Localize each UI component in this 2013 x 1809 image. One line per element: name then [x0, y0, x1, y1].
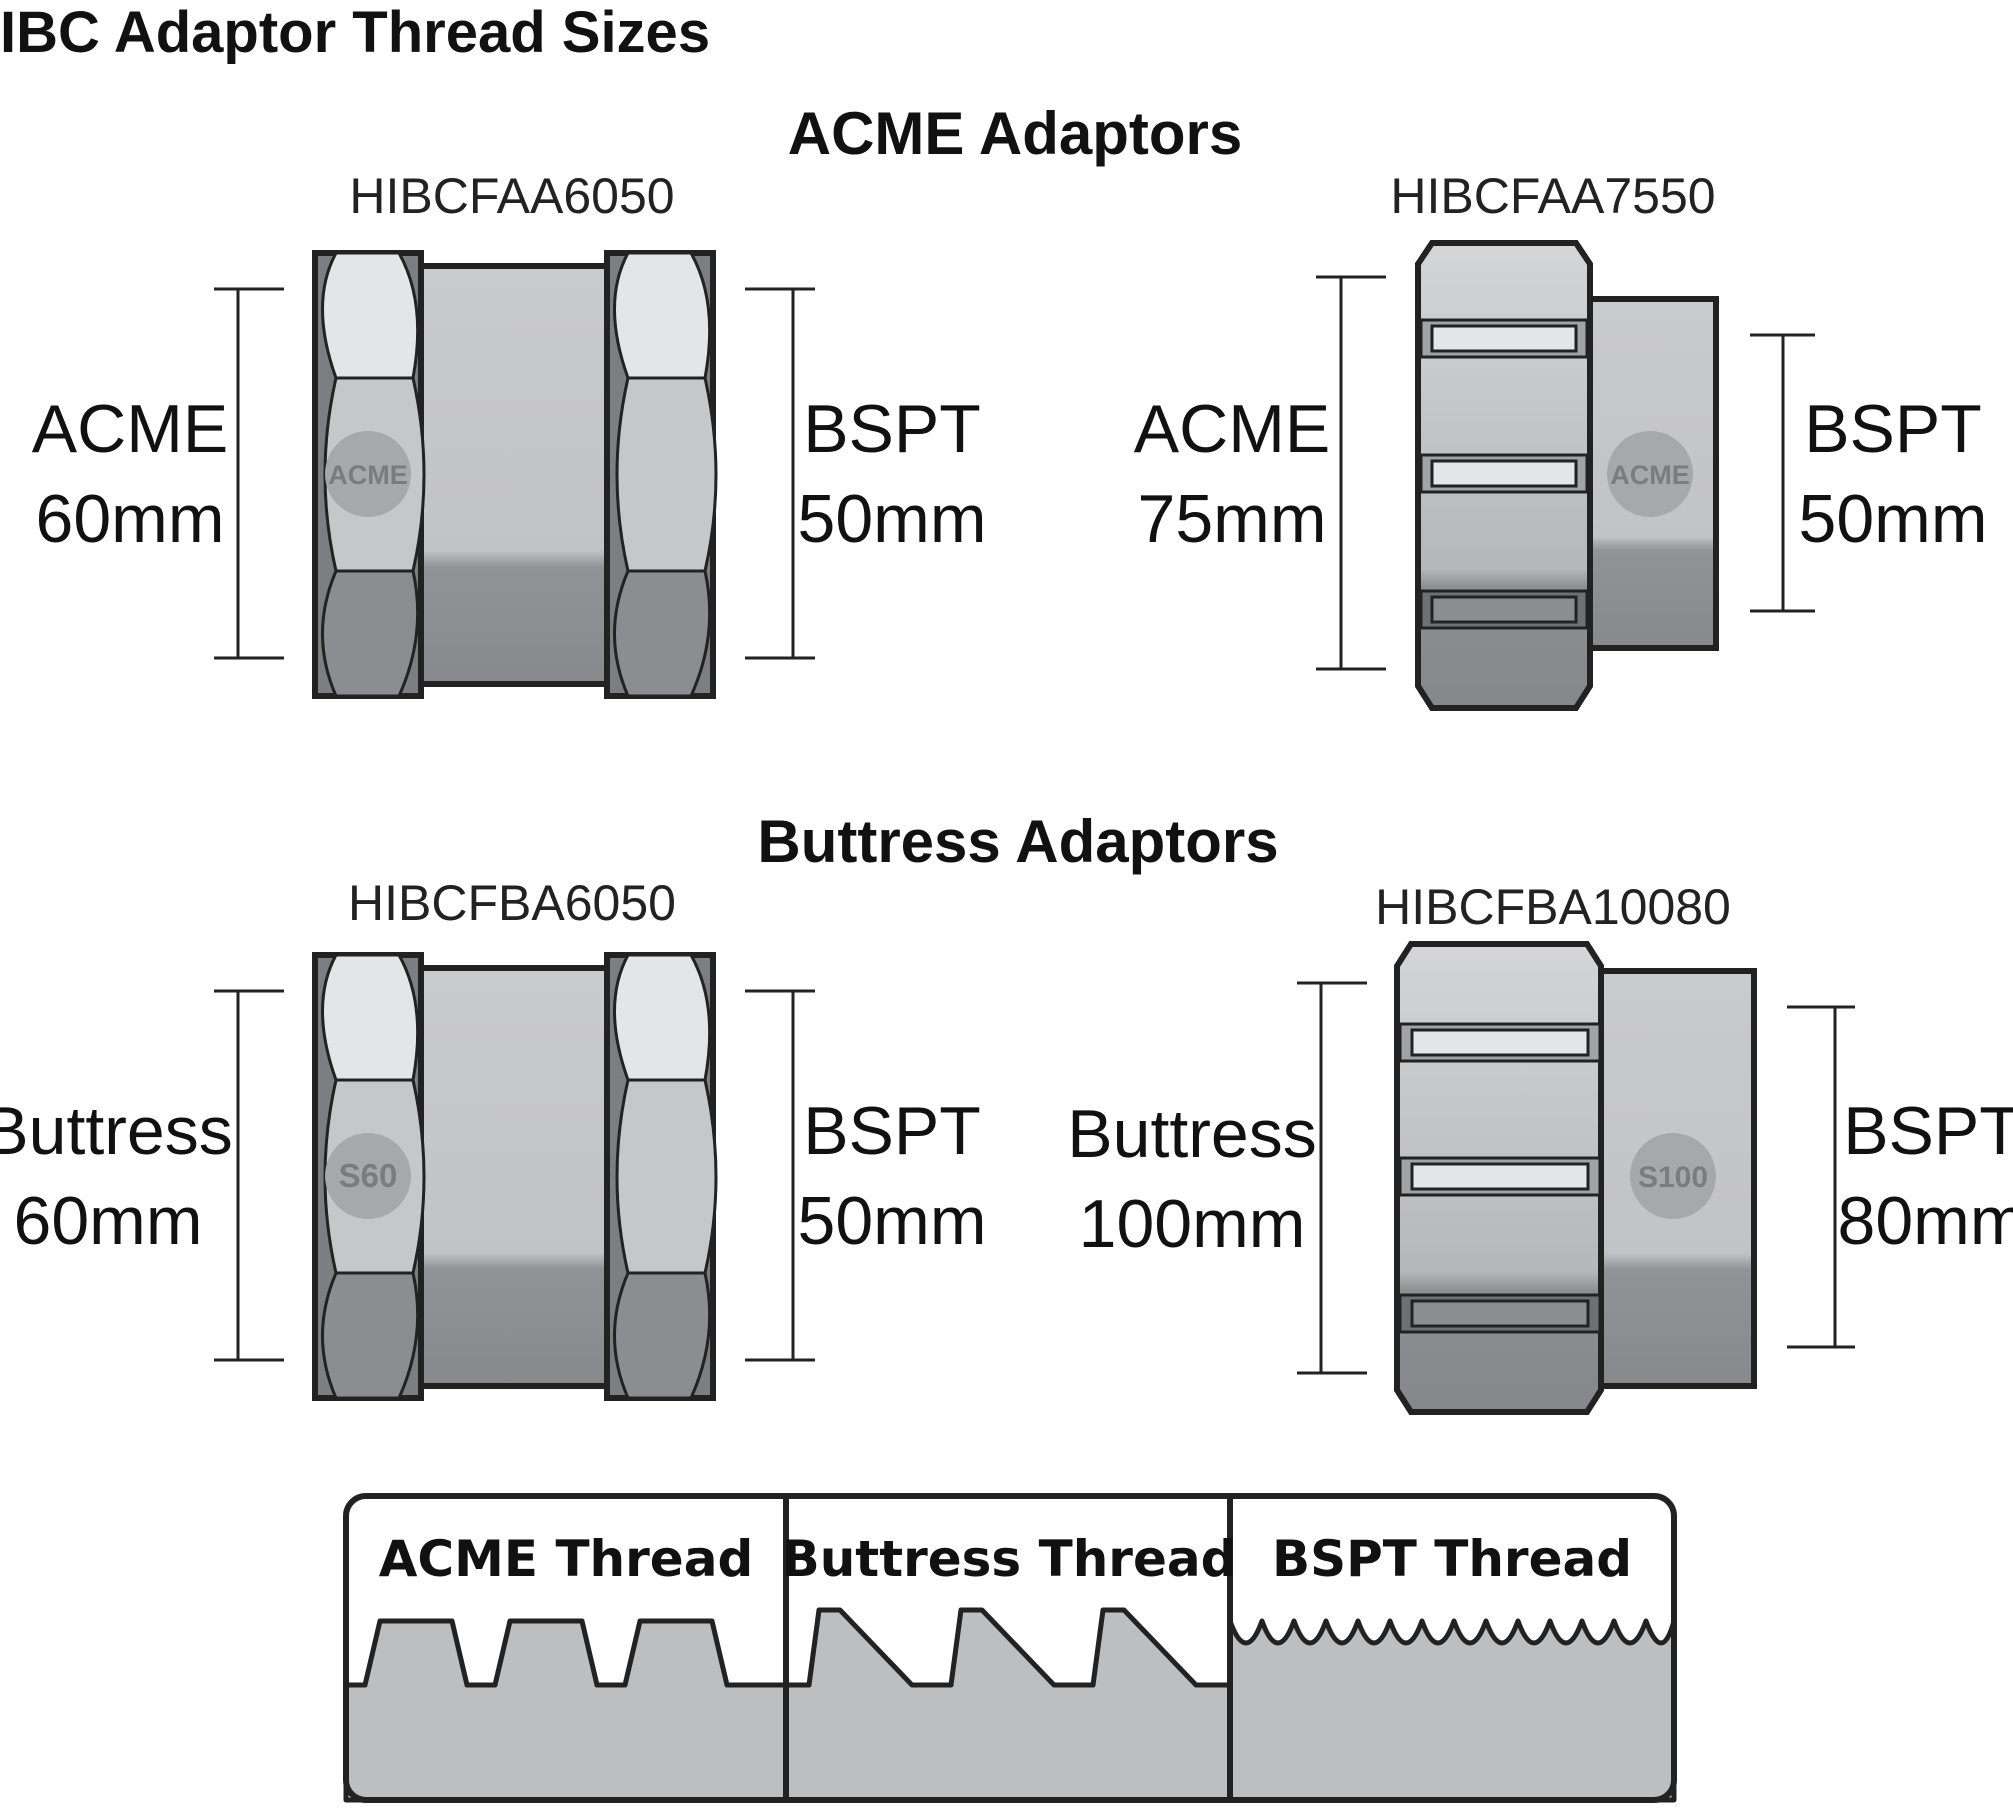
badge-circle	[325, 431, 411, 517]
thread-type-label: Buttress	[1067, 1096, 1316, 1172]
product-code: HIBCFAA6050	[349, 168, 674, 224]
dimension-line-right	[1787, 1005, 1855, 1349]
buttress-thread-profile	[783, 1607, 1233, 1803]
thread-size-label: 75mm	[1138, 481, 1327, 557]
adaptor-illustration: ACME	[1415, 240, 1719, 711]
adaptor-hibcfaa7550: HIBCFAA7550 ACME 75mm BSPT 50mm	[1134, 168, 1988, 711]
thread-legend: ACME Thread Buttress Thread BSPT Thread	[343, 1493, 1677, 1803]
thread-type-label: BSPT	[1804, 391, 1982, 467]
thread-type-label: ACME	[32, 391, 228, 467]
dimension-line-left	[214, 287, 284, 660]
adaptor-illustration: ACME	[312, 250, 718, 699]
bspt-thread-label: BSPT Thread	[1272, 1530, 1632, 1588]
thread-size-label: 80mm	[1838, 1183, 2013, 1259]
hex-nut-right	[604, 952, 718, 1401]
badge-label: ACME	[328, 460, 408, 490]
dimension-line-right	[1750, 333, 1815, 613]
nut-grooves	[1419, 318, 1589, 630]
thread-size-label: 50mm	[798, 481, 987, 557]
product-code: HIBCFBA6050	[348, 875, 676, 931]
dimension-line-left	[214, 989, 284, 1362]
badge-circle	[1630, 1133, 1716, 1219]
thread-size-label: 50mm	[1799, 481, 1988, 557]
dimension-line-right	[745, 287, 815, 660]
thread-type-label: ACME	[1134, 391, 1330, 467]
acme-thread-profile	[343, 1618, 789, 1803]
dimension-line-right	[745, 989, 815, 1362]
nut-grooves	[1398, 1022, 1602, 1334]
badge-label: S60	[339, 1157, 398, 1194]
hex-nut-right	[604, 250, 718, 699]
thread-size-label: 50mm	[798, 1183, 987, 1259]
adaptor-illustration: S100	[1394, 941, 1757, 1415]
thread-size-label: 60mm	[14, 1183, 203, 1259]
product-code: HIBCFAA7550	[1390, 168, 1715, 224]
thread-size-label: 60mm	[36, 481, 225, 557]
buttress-thread-label: Buttress Thread	[782, 1530, 1237, 1588]
acme-thread-label: ACME Thread	[379, 1530, 754, 1588]
dimension-line-left	[1316, 275, 1386, 671]
badge-label: S100	[1638, 1161, 1708, 1194]
adaptor-hibcfaa6050: HIBCFAA6050 ACME 60mm BSPT 50mm	[32, 168, 987, 699]
bspt-thread-profile	[1227, 1618, 1677, 1803]
product-code: HIBCFBA10080	[1375, 879, 1731, 935]
dimension-line-left	[1297, 981, 1367, 1375]
badge-circle	[325, 1133, 411, 1219]
thread-type-label: Buttress	[0, 1093, 233, 1169]
page-title: IBC Adaptor Thread Sizes	[0, 0, 710, 65]
thread-type-label: BSPT	[1843, 1093, 2013, 1169]
section-heading-buttress: Buttress Adaptors	[757, 808, 1278, 875]
section-heading-acme: ACME Adaptors	[788, 100, 1242, 167]
thread-size-label: 100mm	[1079, 1186, 1306, 1262]
badge-circle	[1607, 431, 1693, 517]
adaptor-hibcfba10080: HIBCFBA10080 Buttress 100mm BSPT 80mm	[1067, 879, 2013, 1415]
adaptor-illustration: S60	[312, 952, 718, 1401]
adaptor-hibcfba6050: HIBCFBA6050 Buttress 60mm BSPT 50mm	[0, 875, 987, 1401]
thread-type-label: BSPT	[803, 391, 981, 467]
badge-label: ACME	[1610, 460, 1690, 490]
thread-type-label: BSPT	[803, 1093, 981, 1169]
